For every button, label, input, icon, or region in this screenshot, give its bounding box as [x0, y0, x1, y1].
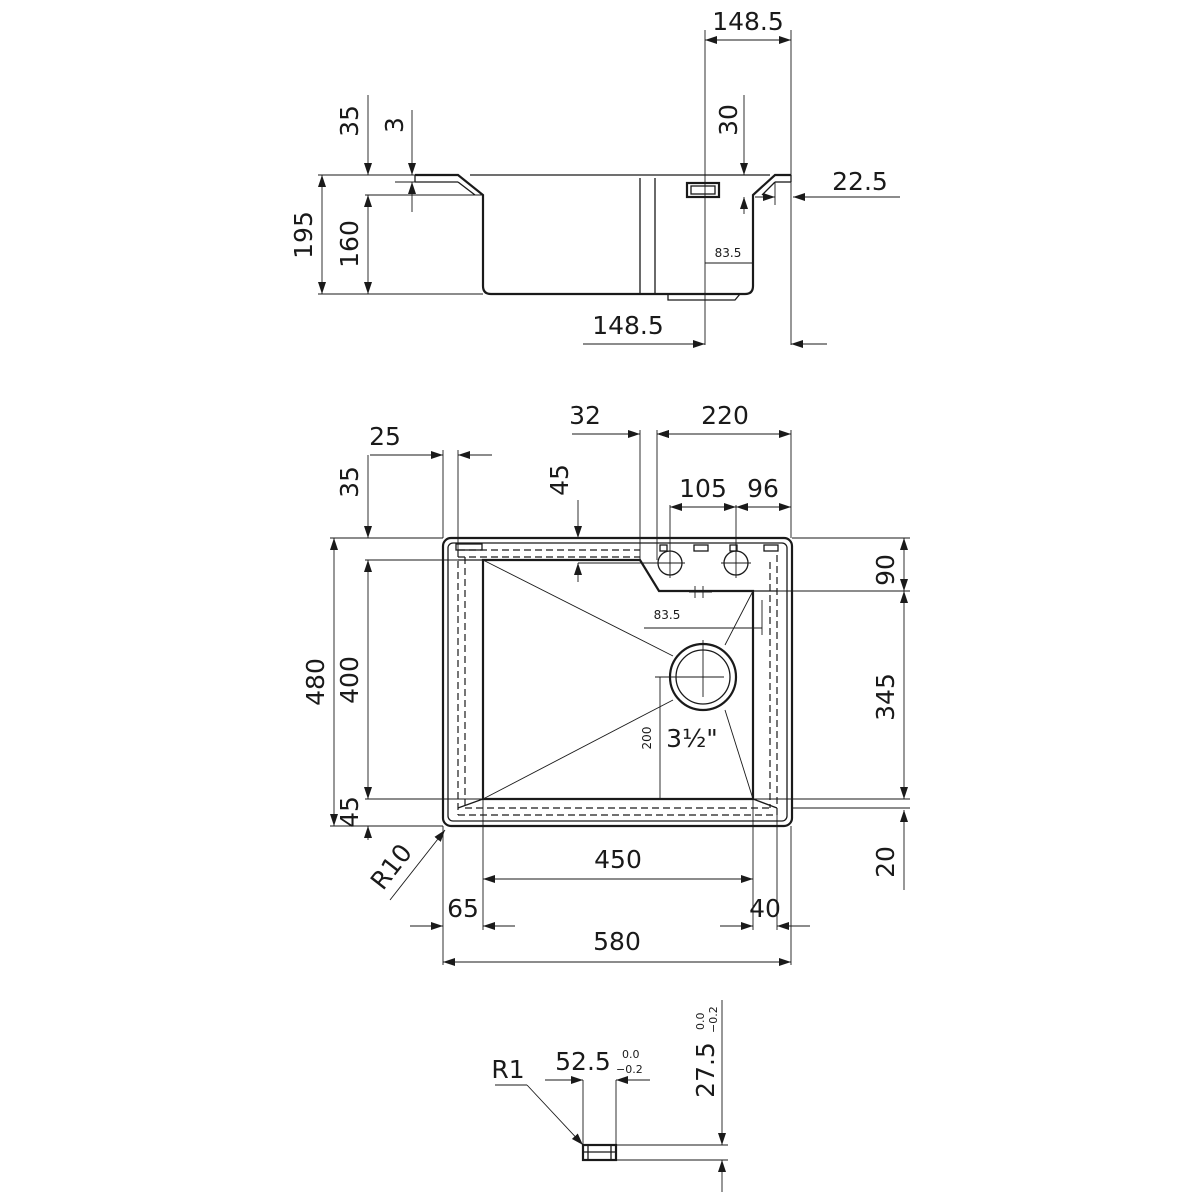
dim-left-rim: 25 [369, 422, 401, 451]
dim-right-margin: 40 [749, 894, 781, 923]
dim-bottom-width: 148.5 [592, 311, 664, 340]
dim-edge-height: 27.5 [691, 1042, 720, 1098]
dim-right-height: 345 [871, 673, 900, 721]
dim-tap-area-width: 220 [701, 401, 749, 430]
edge-width-tol-lower: −0.2 [616, 1063, 643, 1076]
dim-lip-thickness: 3 [380, 117, 409, 133]
dim-tap-depth: 45 [545, 464, 574, 496]
dim-top-width: 148.5 [712, 7, 784, 36]
dim-tap-hole-distance: 105 [679, 474, 727, 503]
dim-bottom-right-rim: 20 [871, 846, 900, 878]
logo-mark [455, 543, 483, 551]
edge-height-tol-upper: 0.0 [694, 1013, 707, 1031]
dim-left-margin: 65 [447, 894, 479, 923]
sink-outer-rim [441, 536, 794, 828]
dim-drain-offset: 83.5 [654, 608, 681, 622]
dim-edge-radius: R1 [491, 1055, 524, 1084]
edge-detail-view: 52.5 0.0 −0.2 27.5 0.0 −0.2 R1 [491, 1000, 728, 1192]
edge-height-tol-lower: −0.2 [707, 1006, 720, 1033]
dim-overflow-depth: 83.5 [715, 246, 742, 260]
dim-outer-width: 580 [593, 927, 641, 956]
side-view: 148.5 148.5 30 22.5 83.5 195 160 35 [289, 7, 900, 348]
drain-size-label: 3½" [666, 724, 718, 753]
dim-inner-width: 450 [594, 845, 642, 874]
sink-section-outline [415, 173, 791, 296]
dim-rim-height: 35 [335, 105, 364, 137]
overflow-slot [685, 181, 721, 199]
edge-width-tol-upper: 0.0 [622, 1048, 640, 1061]
top-view: 25 32 220 105 96 45 480 400 35 45 [301, 401, 910, 966]
dim-overflow-offset: 22.5 [832, 167, 888, 196]
dim-total-height: 195 [289, 211, 318, 259]
basin-outline [481, 558, 755, 801]
dim-drain-vertical: 200 [640, 727, 654, 750]
dim-tap-offset: 32 [569, 401, 601, 430]
dim-corner-radius: R10 [365, 838, 418, 895]
dim-outer-height: 480 [301, 658, 330, 706]
drain-outlet [667, 293, 741, 301]
dim-ledge-height: 90 [871, 554, 900, 586]
dim-tap-hole-edge: 96 [747, 474, 779, 503]
dim-inner-height: 400 [335, 656, 364, 704]
dim-top-rim: 35 [335, 466, 364, 498]
dim-basin-depth: 160 [335, 220, 364, 268]
dim-bottom-rim: 45 [335, 796, 364, 828]
dim-overflow-height: 30 [714, 104, 743, 136]
dashed-channel [457, 549, 778, 816]
dim-edge-width: 52.5 [555, 1047, 611, 1076]
